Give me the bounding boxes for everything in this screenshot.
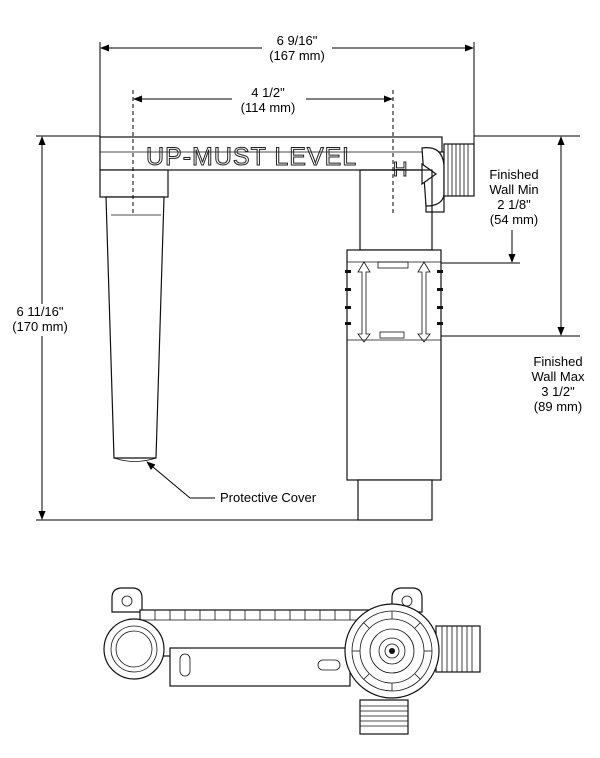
center-spacing-imperial: 4 1/2" bbox=[251, 85, 285, 100]
retaining-clips bbox=[345, 270, 443, 325]
inlet-threads-plan bbox=[359, 699, 409, 735]
wall-max-line1: Finished bbox=[533, 354, 582, 369]
threaded-port bbox=[443, 143, 475, 197]
casting-letters-plan bbox=[154, 610, 351, 620]
center-spacing-metric: (114 mm) bbox=[241, 100, 296, 115]
cartridge-knurl bbox=[352, 611, 432, 691]
outlet-thread-lines bbox=[441, 626, 473, 672]
protective-cover-label: Protective Cover bbox=[220, 490, 317, 505]
wall-min-imperial: 2 1/8" bbox=[497, 197, 531, 212]
gauge-slot-bottom bbox=[379, 331, 405, 339]
left-port-inner bbox=[110, 625, 158, 673]
top-view bbox=[103, 587, 481, 735]
dimension-overall-width: 6 9/16" (167 mm) bbox=[99, 33, 475, 144]
gauge-arrow-left-icon bbox=[357, 261, 371, 343]
mounting-hole-left bbox=[121, 595, 133, 607]
dimension-finished-wall-min: Finished Wall Min 2 1/8" (54 mm) bbox=[441, 135, 580, 264]
protective-cover bbox=[105, 196, 165, 459]
wall-min-line2: Wall Min bbox=[489, 182, 538, 197]
outlet-threads-plan bbox=[435, 625, 481, 673]
mounting-ear-left bbox=[111, 587, 143, 613]
gauge-slot-top bbox=[377, 261, 409, 269]
left-bracket bbox=[99, 169, 169, 198]
inlet-thread-lines bbox=[360, 705, 408, 727]
cartridge-housing bbox=[346, 249, 442, 481]
riser bbox=[359, 169, 433, 251]
overall-height-imperial: 6 11/16" bbox=[16, 304, 63, 319]
overall-width-imperial: 6 9/16" bbox=[277, 33, 318, 48]
cartridge-stem-icon bbox=[384, 643, 400, 659]
valve-body-bar bbox=[99, 136, 443, 171]
wall-min-metric: (54 mm) bbox=[490, 212, 538, 227]
left-port-outer bbox=[103, 618, 165, 680]
lower-flange-plan bbox=[169, 647, 351, 687]
cartridge-ring-4 bbox=[369, 628, 415, 674]
wall-max-line2: Wall Max bbox=[532, 369, 585, 384]
gauge-arrow-right-icon bbox=[417, 261, 431, 343]
left-port-bore bbox=[115, 630, 153, 668]
cartridge-base bbox=[357, 479, 433, 521]
dimension-center-spacing: 4 1/2" (114 mm) bbox=[133, 85, 393, 116]
cartridge-center bbox=[389, 648, 395, 654]
flow-arrow-icon bbox=[421, 162, 438, 186]
front-view: UP-MUST LEVEL H bbox=[99, 90, 475, 521]
slot-left bbox=[179, 653, 191, 677]
wall-max-metric: (89 mm) bbox=[534, 399, 582, 414]
wall-min-line1: Finished bbox=[489, 167, 538, 182]
dimension-overall-height: 6 11/16" (170 mm) bbox=[8, 135, 358, 521]
dimension-finished-wall-max: Finished Wall Max 3 1/2" (89 mm) bbox=[441, 136, 585, 414]
casting-level-text: UP-MUST LEVEL bbox=[146, 143, 357, 171]
cartridge-ring-5 bbox=[378, 637, 406, 665]
port-threads bbox=[447, 144, 469, 196]
wall-max-imperial: 3 1/2" bbox=[541, 384, 575, 399]
slot-right bbox=[317, 659, 341, 671]
overall-width-metric: (167 mm) bbox=[269, 48, 325, 63]
callout-protective-cover: Protective Cover bbox=[146, 461, 317, 505]
overall-height-metric: (170 mm) bbox=[12, 319, 68, 334]
